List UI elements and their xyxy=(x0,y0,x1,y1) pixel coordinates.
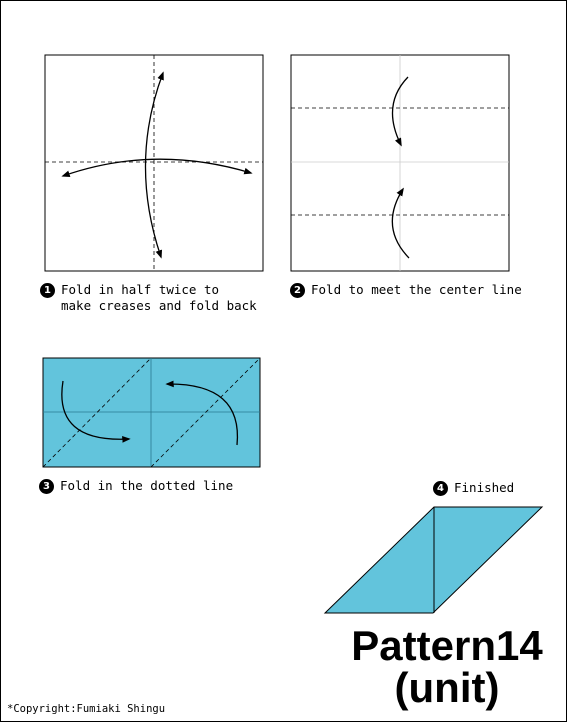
pattern-title-line1: Pattern14 xyxy=(351,622,543,669)
step4-caption: 4 Finished xyxy=(433,480,514,496)
step1-text: Fold in half twice to make creases and f… xyxy=(61,282,257,313)
copyright-notice: *Copyright:Fumiaki Shingu xyxy=(7,703,166,715)
step3-figure xyxy=(42,357,261,468)
step1-caption: 1 Fold in half twice to make creases and… xyxy=(40,282,257,314)
step1-number-badge: 1 xyxy=(40,283,55,298)
step3-left-fold-line xyxy=(42,357,152,468)
step2-text: Fold to meet the center line xyxy=(311,282,522,297)
step2-top-arrow xyxy=(391,76,409,147)
step3-paper-rectangle xyxy=(42,357,261,468)
step2-figure xyxy=(290,54,510,272)
step3-left-arrow xyxy=(61,380,131,443)
finished-unit-figure xyxy=(323,506,544,614)
step3-right-arrow xyxy=(165,380,239,446)
step2-caption: 2 Fold to meet the center line xyxy=(290,282,522,298)
step1-vertical-arrow xyxy=(144,71,164,259)
pattern-title: Pattern14 (unit) xyxy=(341,625,553,709)
step2-number-badge: 2 xyxy=(290,283,305,298)
step3-text: Fold in the dotted line xyxy=(60,478,234,493)
step3-right-fold-line xyxy=(150,357,261,468)
step3-caption: 3 Fold in the dotted line xyxy=(39,478,233,494)
pattern-title-line2: (unit) xyxy=(394,664,500,711)
step1-horizontal-arrow xyxy=(61,158,253,177)
step1-figure xyxy=(44,54,264,272)
step4-number-badge: 4 xyxy=(433,481,448,496)
step2-bottom-arrow xyxy=(391,187,410,259)
step3-number-badge: 3 xyxy=(39,479,54,494)
step4-text: Finished xyxy=(454,480,515,495)
